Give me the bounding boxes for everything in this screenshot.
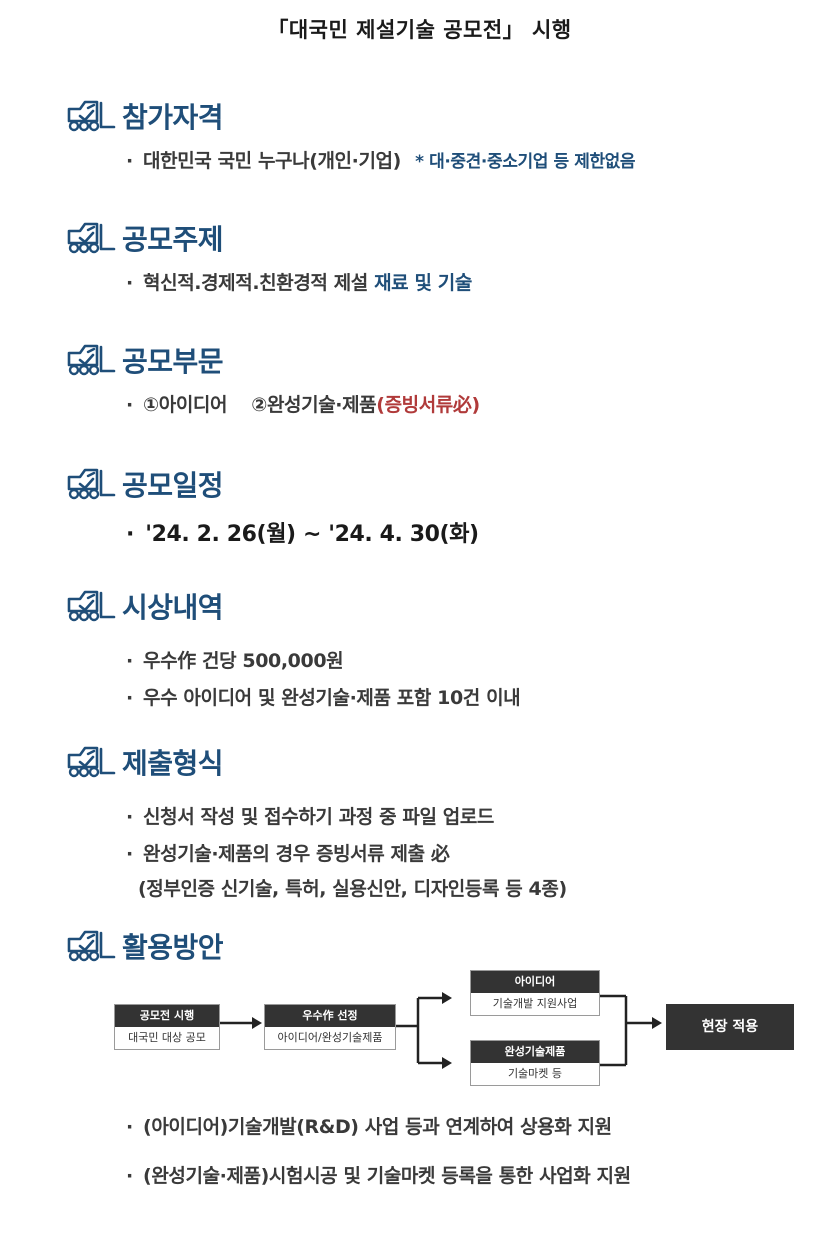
- eligibility-note: * 대·중견·중소기업 등 제한없음: [415, 152, 636, 172]
- usage-line-1: (아이디어)기술개발(R&D) 사업 등과 연계하여 상용화 지원: [143, 1116, 612, 1138]
- submission-item-3: (정부인증 신기술, 특허, 실용신안, 디자인등록 등 4종): [138, 874, 826, 901]
- awards-item-1: · 우수作 건당 500,000원: [126, 646, 826, 673]
- forklift-icon: [67, 468, 116, 500]
- bullet: ·: [126, 272, 133, 294]
- theme-text: 혁신적.경제적.친환경적 제설: [143, 272, 368, 294]
- bullet: ·: [126, 650, 133, 672]
- section-title-category: 공모부문: [122, 345, 224, 378]
- section-title-usage: 활용방안: [122, 931, 224, 964]
- flow-connectors: [220, 992, 662, 1069]
- section-title-submission: 제출형식: [122, 747, 224, 780]
- category-product: ②완성기술·제품: [251, 394, 377, 416]
- usage-items: · (아이디어)기술개발(R&D) 사업 등과 연계하여 상용화 지원 · (완…: [66, 1112, 826, 1188]
- section-theme: 공모주제 · 혁신적.경제적.친환경적 제설 재료 및 기술: [66, 218, 826, 295]
- usage-item-1: · (아이디어)기술개발(R&D) 사업 등과 연계하여 상용화 지원: [126, 1112, 826, 1139]
- flow-step-body: 대국민 대상 공모: [128, 1031, 206, 1044]
- usage-item-2: · (완성기술·제품)시험시공 및 기술마켓 등록을 통한 사업화 지원: [126, 1161, 826, 1188]
- section-usage: 활용방안: [66, 926, 826, 966]
- flow-step-field-application: 현장 적용: [666, 1004, 794, 1050]
- bullet: ·: [126, 1165, 133, 1187]
- schedule-item: · '24. 2. 26(월) ~ '24. 4. 30(화): [126, 516, 826, 548]
- flow-step-head: 공모전 시행: [115, 1005, 219, 1027]
- submission-line-2: 완성기술·제품의 경우 증빙서류 제출 必: [143, 843, 450, 865]
- flow-step-contest: 공모전 시행 대국민 대상 공모: [114, 1004, 220, 1050]
- theme-highlight: 재료 및 기술: [374, 272, 472, 294]
- submission-item-1: · 신청서 작성 및 접수하기 과정 중 파일 업로드: [126, 802, 826, 829]
- forklift-icon: [67, 590, 116, 622]
- submission-item-2: · 완성기술·제품의 경우 증빙서류 제출 必: [126, 839, 826, 866]
- flow-step-head: 우수作 선정: [265, 1005, 395, 1027]
- bullet: ·: [126, 806, 133, 828]
- awards-line-1: 우수作 건당 500,000원: [143, 650, 344, 672]
- forklift-icon: [67, 344, 116, 376]
- section-title-awards: 시상내역: [122, 591, 224, 624]
- submission-line-3: (정부인증 신기술, 특허, 실용신안, 디자인등록 등 4종): [138, 878, 567, 900]
- bullet: ·: [126, 522, 134, 547]
- eligibility-text: 대한민국 국민 누구나(개인·기업): [143, 150, 401, 172]
- page-title: 「대국민 제설기술 공모전」 시행: [267, 18, 572, 42]
- schedule-text: '24. 2. 26(월) ~ '24. 4. 30(화): [145, 522, 479, 547]
- forklift-icon: [67, 930, 116, 962]
- flow-step-head: 아이디어: [471, 971, 599, 993]
- section-submission: 제출형식 · 신청서 작성 및 접수하기 과정 중 파일 업로드 · 완성기술·…: [66, 742, 826, 901]
- bullet: ·: [126, 1116, 133, 1138]
- category-note: (증빙서류必): [376, 394, 480, 416]
- forklift-icon: [67, 222, 116, 254]
- section-eligibility: 참가자격 · 대한민국 국민 누구나(개인·기업) * 대·중견·중소기업 등 …: [66, 96, 826, 173]
- flow-step-idea: 아이디어 기술개발 지원사업: [470, 970, 600, 1016]
- eligibility-item: · 대한민국 국민 누구나(개인·기업) * 대·중견·중소기업 등 제한없음: [126, 146, 826, 173]
- bullet: ·: [126, 687, 133, 709]
- theme-item: · 혁신적.경제적.친환경적 제설 재료 및 기술: [126, 268, 826, 295]
- flow-step-selection: 우수作 선정 아이디어/완성기술제품: [264, 1004, 396, 1050]
- flow-step-body: 기술마켓 등: [507, 1067, 563, 1080]
- forklift-icon: [67, 100, 116, 132]
- category-item: · ①아이디어 ②완성기술·제품(증빙서류必): [126, 390, 826, 417]
- bullet: ·: [126, 843, 133, 865]
- section-category: 공모부문 · ①아이디어 ②완성기술·제품(증빙서류必): [66, 340, 826, 417]
- bullet: ·: [126, 150, 133, 172]
- flow-step-body: 아이디어/완성기술제품: [277, 1031, 383, 1044]
- section-title-eligibility: 참가자격: [122, 101, 224, 134]
- usage-flow-diagram: 공모전 시행 대국민 대상 공모 우수作 선정 아이디어/완성기술제품 아이디어…: [112, 968, 802, 1094]
- usage-line-2: (완성기술·제품)시험시공 및 기술마켓 등록을 통한 사업화 지원: [143, 1165, 631, 1187]
- awards-item-2: · 우수 아이디어 및 완성기술·제품 포함 10건 이내: [126, 683, 826, 710]
- category-idea: ①아이디어: [143, 394, 228, 416]
- flow-step-product: 완성기술제품 기술마켓 등: [470, 1040, 600, 1086]
- section-title-schedule: 공모일정: [122, 469, 224, 502]
- awards-line-2: 우수 아이디어 및 완성기술·제품 포함 10건 이내: [143, 687, 521, 709]
- section-title-theme: 공모주제: [122, 223, 224, 256]
- section-schedule: 공모일정 · '24. 2. 26(월) ~ '24. 4. 30(화): [66, 464, 826, 548]
- bullet: ·: [126, 394, 133, 416]
- flow-step-body: 기술개발 지원사업: [492, 997, 578, 1010]
- section-awards: 시상내역 · 우수作 건당 500,000원 · 우수 아이디어 및 완성기술·…: [66, 586, 826, 710]
- flow-step-head: 완성기술제품: [471, 1041, 599, 1063]
- submission-line-1: 신청서 작성 및 접수하기 과정 중 파일 업로드: [143, 806, 494, 828]
- forklift-icon: [67, 746, 116, 778]
